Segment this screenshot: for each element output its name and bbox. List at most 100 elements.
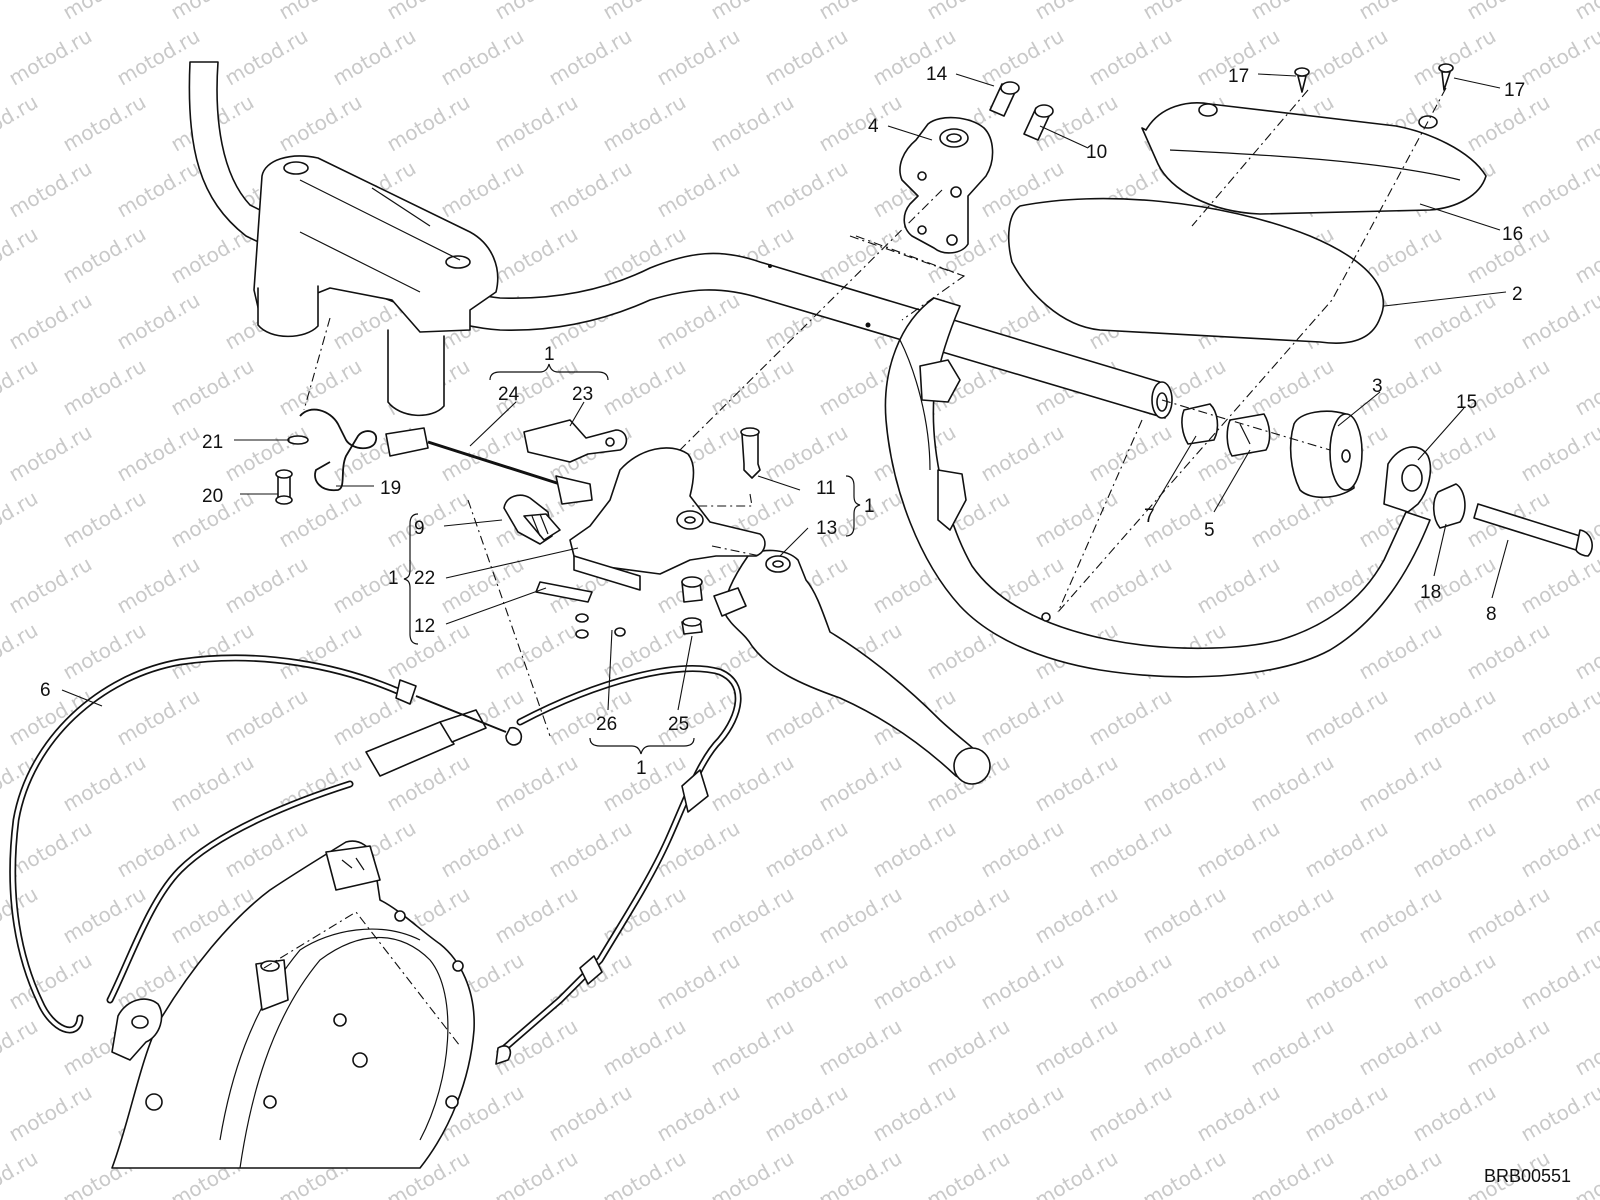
clutch-lever-assembly bbox=[275, 408, 991, 785]
screw-17-right bbox=[1438, 63, 1454, 91]
watermark-text: motod.ru bbox=[707, 1014, 798, 1081]
spacer-5 bbox=[1226, 413, 1271, 457]
watermark-text: motod.ru bbox=[1085, 948, 1176, 1015]
watermark-text: motod.ru bbox=[167, 0, 258, 24]
watermark-text: motod.ru bbox=[113, 684, 204, 751]
watermark-text: motod.ru bbox=[1463, 0, 1554, 24]
watermark-text: motod.ru bbox=[1571, 1014, 1600, 1081]
watermark-text: motod.ru bbox=[1031, 1014, 1122, 1081]
watermark-text: motod.ru bbox=[383, 90, 474, 157]
watermark-text: motod.ru bbox=[1571, 618, 1600, 685]
watermark-text: motod.ru bbox=[167, 618, 258, 685]
watermark-text: motod.ru bbox=[1517, 816, 1600, 883]
watermark-text: motod.ru bbox=[545, 816, 636, 883]
watermark-text: motod.ru bbox=[59, 90, 150, 157]
callout-1-left: 1 bbox=[388, 568, 399, 589]
washer-21 bbox=[287, 435, 309, 445]
watermark-text: motod.ru bbox=[1463, 1014, 1554, 1081]
watermark-text: motod.ru bbox=[599, 90, 690, 157]
watermark-text: motod.ru bbox=[1355, 882, 1446, 949]
watermark-text: motod.ru bbox=[1247, 0, 1338, 24]
watermark-text: motod.ru bbox=[1139, 1014, 1230, 1081]
watermark-text: motod.ru bbox=[0, 486, 42, 553]
watermark-text: motod.ru bbox=[437, 816, 528, 883]
brace-top bbox=[489, 363, 609, 381]
watermark-text: motod.ru bbox=[437, 156, 528, 223]
lever-bracket bbox=[569, 447, 766, 575]
watermark-text: motod.ru bbox=[545, 156, 636, 223]
callout-22: 22 bbox=[414, 568, 435, 589]
watermark-text: motod.ru bbox=[167, 750, 258, 817]
spacer-18 bbox=[1432, 483, 1466, 529]
watermark-text: motod.ru bbox=[5, 288, 96, 355]
watermark-text: motod.ru bbox=[1085, 420, 1176, 487]
callout-6: 6 bbox=[40, 680, 51, 701]
watermark-text: motod.ru bbox=[1409, 1080, 1500, 1147]
watermark-text: motod.ru bbox=[815, 750, 906, 817]
watermark-text: motod.ru bbox=[653, 288, 744, 355]
watermark-text: motod.ru bbox=[275, 90, 366, 157]
watermark-text: motod.ru bbox=[491, 618, 582, 685]
handguard-group bbox=[884, 102, 1487, 678]
watermark-text: motod.ru bbox=[707, 0, 798, 24]
cable-sleeve bbox=[365, 721, 455, 777]
watermark-text: motod.ru bbox=[599, 354, 690, 421]
watermark-text: motod.ru bbox=[1139, 750, 1230, 817]
watermark-text: motod.ru bbox=[221, 24, 312, 91]
watermark-text: motod.ru bbox=[815, 882, 906, 949]
watermark-text: motod.ru bbox=[653, 948, 744, 1015]
watermark-text: motod.ru bbox=[1571, 222, 1600, 289]
watermark-text: motod.ru bbox=[1463, 882, 1554, 949]
callout-1-bottom: 1 bbox=[636, 758, 647, 779]
watermark-text: motod.ru bbox=[59, 750, 150, 817]
watermark-text: motod.ru bbox=[167, 354, 258, 421]
lever-ball-end bbox=[953, 747, 991, 785]
callout-13: 13 bbox=[816, 518, 837, 539]
brace-bottom bbox=[589, 737, 695, 755]
watermark-text: motod.ru bbox=[1571, 354, 1600, 421]
watermark-text: motod.ru bbox=[113, 816, 204, 883]
watermark-text: motod.ru bbox=[977, 1080, 1068, 1147]
watermark-text: motod.ru bbox=[653, 24, 744, 91]
watermark-text: motod.ru bbox=[815, 222, 906, 289]
bar-end-parts bbox=[1181, 403, 1593, 557]
watermark-text: motod.ru bbox=[0, 222, 42, 289]
watermark-text: motod.ru bbox=[761, 816, 852, 883]
watermark-text: motod.ru bbox=[923, 0, 1014, 24]
watermark-text: motod.ru bbox=[437, 420, 528, 487]
bolt-10 bbox=[1023, 104, 1054, 141]
watermark-text: motod.ru bbox=[1247, 750, 1338, 817]
watermark-text: motod.ru bbox=[1085, 684, 1176, 751]
insert-7 bbox=[1181, 403, 1219, 445]
switch-24 bbox=[385, 427, 593, 505]
clamp-riser-left bbox=[257, 285, 319, 338]
watermark-text: motod.ru bbox=[1301, 684, 1392, 751]
switch-support-23 bbox=[523, 419, 628, 463]
watermark-text: motod.ru bbox=[599, 1014, 690, 1081]
watermark-text: motod.ru bbox=[0, 0, 42, 24]
watermark-text: motod.ru bbox=[1301, 24, 1392, 91]
watermark-text: motod.ru bbox=[437, 24, 528, 91]
clutch-cable-6 bbox=[9, 654, 742, 1065]
cable-boot bbox=[681, 769, 709, 813]
watermark-text: motod.ru bbox=[1355, 1146, 1446, 1200]
watermark-text: motod.ru bbox=[491, 882, 582, 949]
watermark-text: motod.ru bbox=[383, 0, 474, 24]
clamp-edges bbox=[299, 179, 461, 293]
watermark-text: motod.ru bbox=[1571, 750, 1600, 817]
bushing-25 bbox=[681, 576, 703, 635]
watermark-text: motod.ru bbox=[653, 684, 744, 751]
handguard-frame bbox=[884, 297, 1431, 678]
callout-10: 10 bbox=[1086, 142, 1107, 163]
actuator-arm bbox=[111, 998, 163, 1061]
watermark-text: motod.ru bbox=[59, 486, 150, 553]
watermark-text: motod.ru bbox=[221, 684, 312, 751]
watermark-text: motod.ru bbox=[1031, 750, 1122, 817]
watermark-text: motod.ru bbox=[1463, 618, 1554, 685]
watermark-text: motod.ru bbox=[5, 156, 96, 223]
callout-1-top: 1 bbox=[544, 344, 555, 365]
watermark-text: motod.ru bbox=[1301, 816, 1392, 883]
watermark-text: motod.ru bbox=[113, 288, 204, 355]
callout-15: 15 bbox=[1456, 392, 1477, 413]
